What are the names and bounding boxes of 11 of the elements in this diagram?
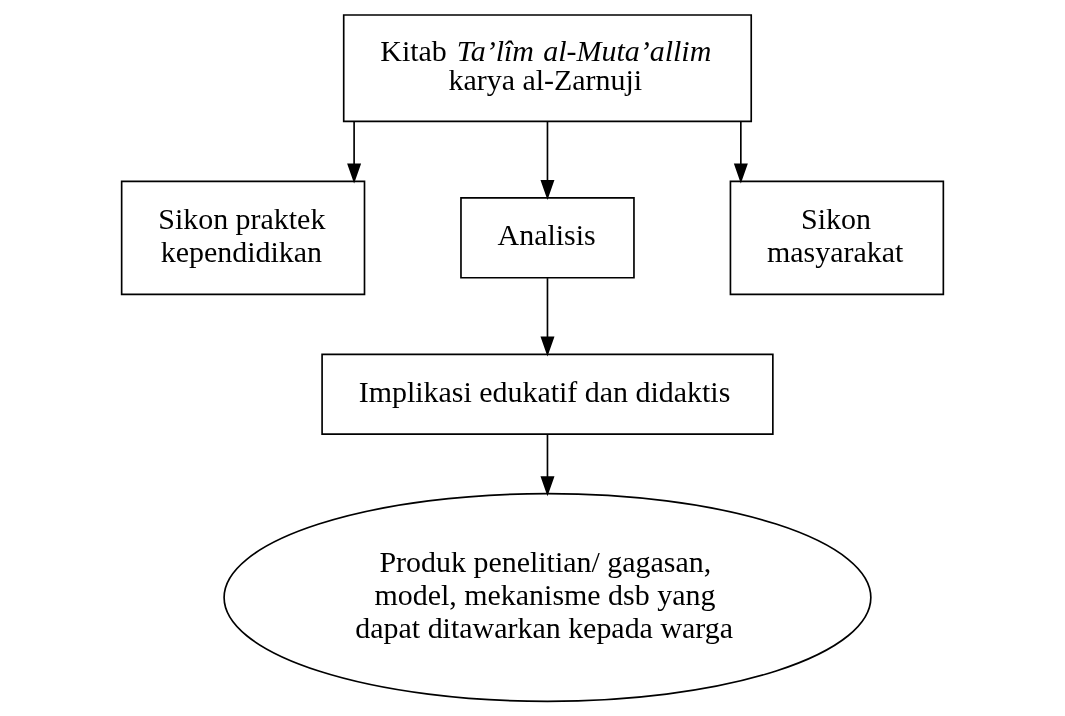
node-box: Implikasi edukatif dan didaktis [321, 353, 774, 435]
arrow [733, 121, 748, 184]
arrow [540, 277, 555, 357]
node-box: Sikon masyarakat [729, 180, 945, 296]
node-ellipse: Produk penelitian/ gagasan, model, mekanisme dsb yang dapat ditawarkan kepada warga [223, 492, 872, 703]
arrow [540, 121, 555, 200]
node-box: Analisis [460, 197, 635, 279]
arrow [347, 121, 362, 184]
node-box: Sikon praktek kependidikan [120, 180, 366, 296]
node-box: Kitab Ta’lîm al-Muta’allim karya al-Zarnuji [342, 14, 753, 123]
arrow [540, 433, 555, 497]
